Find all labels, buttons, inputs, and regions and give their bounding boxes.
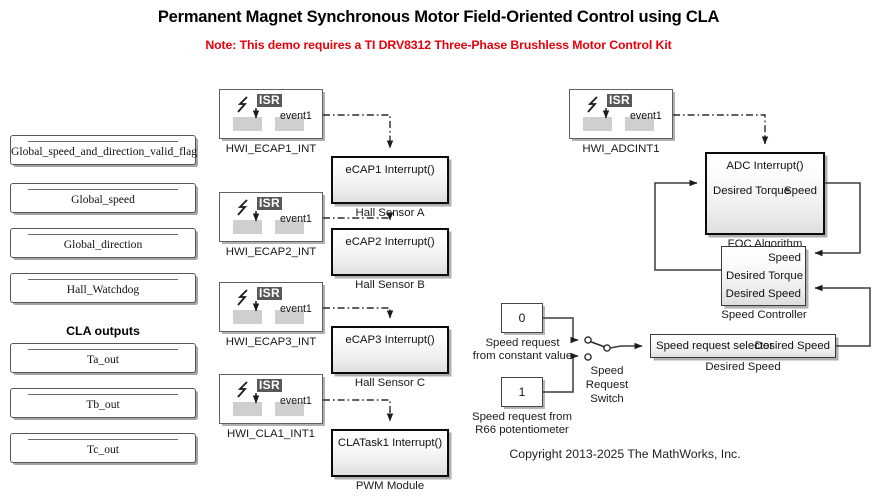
data-store-rule [27, 279, 179, 280]
foc-output-port-speed: Speed [784, 185, 817, 197]
hwi-event-port-label: event1 [630, 110, 662, 122]
isr-gray-box-left [583, 117, 612, 131]
hwi-block-ecap2[interactable]: ISR event1 [219, 192, 323, 242]
isr-icon: ISR [607, 93, 632, 107]
data-store-tb-out[interactable]: Tb_out [10, 388, 196, 418]
subsystem-hall-sensor-c[interactable]: eCAP3 Interrupt() [331, 326, 449, 374]
hwi-block-cla1[interactable]: ISR event1 [219, 374, 323, 424]
isr-gray-box-right [275, 117, 304, 131]
subsystem-pwm-module-label: PWM Module [355, 480, 425, 492]
data-store-rule [27, 234, 179, 235]
constant-value: 0 [518, 311, 526, 325]
copyright-text: Copyright 2013-2025 The MathWorks, Inc. [509, 447, 741, 461]
subsystem-desired-speed-label: Desired Speed [705, 361, 781, 373]
data-store-rule [27, 394, 179, 395]
constant-block-speed-request-one[interactable]: 1 [501, 377, 543, 407]
constant-one-label-line2: R66 potentiometer [475, 424, 569, 436]
data-store-rule [27, 349, 179, 350]
subsystem-hall-sensor-c-label: Hall Sensor C [354, 377, 426, 389]
isr-gray-box-right [275, 220, 304, 234]
constant-block-speed-request-zero[interactable]: 0 [501, 303, 543, 333]
switch-label-line3: Switch [590, 393, 624, 405]
subsystem-foc-algorithm[interactable]: ADC Interrupt() Desired Torque Speed [705, 152, 825, 235]
switch-label-line1: Speed [590, 365, 624, 377]
data-store-label: Global_speed [71, 193, 135, 206]
isr-gray-box-left [233, 117, 262, 131]
data-store-rule [27, 189, 179, 190]
cla-outputs-heading: CLA outputs [66, 324, 140, 338]
data-store-hall-watchdog[interactable]: Hall_Watchdog [10, 273, 196, 303]
subsystem-trigger-label: eCAP3 Interrupt() [345, 334, 435, 346]
data-store-global-speed-and-direction-valid-flag[interactable]: Global_speed_and_direction_valid_flag [10, 135, 198, 165]
manual-switch-icon [584, 336, 622, 361]
isr-gray-box-left [233, 402, 262, 416]
hwi-block-ecap1-label: HWI_ECAP1_INT [225, 143, 317, 155]
data-store-label: Tb_out [86, 398, 120, 411]
page-subtitle-note: Note: This demo requires a TI DRV8312 Th… [205, 38, 672, 52]
data-store-global-direction[interactable]: Global_direction [10, 228, 196, 258]
data-store-rule [27, 141, 179, 142]
desired-speed-output-port: Desired Speed [754, 340, 830, 352]
hwi-block-adcint1[interactable]: ISR event1 [569, 89, 673, 139]
subsystem-hall-sensor-b-label: Hall Sensor B [355, 279, 425, 291]
subsystem-trigger-label: eCAP2 Interrupt() [345, 236, 435, 248]
hwi-block-adcint1-label: HWI_ADCINT1 [582, 143, 660, 155]
data-store-label: Ta_out [86, 353, 120, 366]
subsystem-trigger-label: eCAP1 Interrupt() [345, 164, 435, 176]
subsystem-speed-controller-label: Speed Controller [721, 309, 807, 321]
page-title: Permanent Magnet Synchronous Motor Field… [157, 8, 720, 26]
hwi-event-port-label: event1 [280, 303, 312, 315]
speed-controller-port-speed: Speed [768, 252, 801, 264]
isr-gray-box-right [275, 402, 304, 416]
subsystem-hall-sensor-a-label: Hall Sensor A [355, 207, 425, 219]
data-store-global-speed[interactable]: Global_speed [10, 183, 196, 213]
subsystem-desired-speed[interactable]: Speed request selector Desired Speed [650, 334, 836, 358]
constant-one-label-line1: Speed request from [471, 411, 573, 423]
subsystem-trigger-label: ADC Interrupt() [726, 160, 804, 172]
subsystem-hall-sensor-a[interactable]: eCAP1 Interrupt() [331, 156, 449, 204]
hwi-event-port-label: event1 [280, 213, 312, 225]
data-store-label: Global_direction [63, 238, 143, 251]
data-store-ta-out[interactable]: Ta_out [10, 343, 196, 373]
hwi-event-port-label: event1 [280, 110, 312, 122]
switch-label-line2: Request [585, 379, 629, 391]
hwi-event-port-label: event1 [280, 395, 312, 407]
isr-icon: ISR [257, 93, 282, 107]
isr-gray-box-left [233, 220, 262, 234]
data-store-rule [27, 439, 179, 440]
data-store-label: Hall_Watchdog [66, 283, 140, 296]
data-store-label: Global_speed_and_direction_valid_flag [11, 145, 198, 158]
constant-zero-label-line1: Speed request [485, 337, 560, 349]
hwi-block-ecap3[interactable]: ISR event1 [219, 282, 323, 332]
subsystem-pwm-module[interactable]: CLATask1 Interrupt() [331, 429, 449, 477]
speed-controller-port-desired-torque: Desired Torque [726, 270, 804, 282]
isr-gray-box-right [625, 117, 654, 131]
isr-icon: ISR [257, 378, 282, 392]
hwi-block-ecap1[interactable]: ISR event1 [219, 89, 323, 139]
hwi-block-ecap3-label: HWI_ECAP3_INT [225, 336, 317, 348]
subsystem-speed-controller[interactable]: Speed Desired Torque Desired Speed [721, 246, 806, 306]
foc-input-port-desired-torque: Desired Torque [713, 185, 791, 197]
speed-controller-port-desired-speed: Desired Speed [725, 288, 801, 300]
constant-zero-label-line2: from constant value [472, 350, 573, 362]
data-store-tc-out[interactable]: Tc_out [10, 433, 196, 463]
data-store-label: Tc_out [86, 443, 120, 456]
hwi-block-cla1-label: HWI_CLA1_INT1 [227, 428, 315, 440]
isr-gray-box-right [275, 310, 304, 324]
subsystem-trigger-label: CLATask1 Interrupt() [337, 437, 443, 449]
isr-gray-box-left [233, 310, 262, 324]
subsystem-hall-sensor-b[interactable]: eCAP2 Interrupt() [331, 228, 449, 276]
isr-icon: ISR [257, 286, 282, 300]
desired-speed-input-port-selector: Speed request selector [656, 340, 774, 352]
isr-icon: ISR [257, 196, 282, 210]
constant-value: 1 [518, 385, 526, 399]
hwi-block-ecap2-label: HWI_ECAP2_INT [225, 246, 317, 258]
